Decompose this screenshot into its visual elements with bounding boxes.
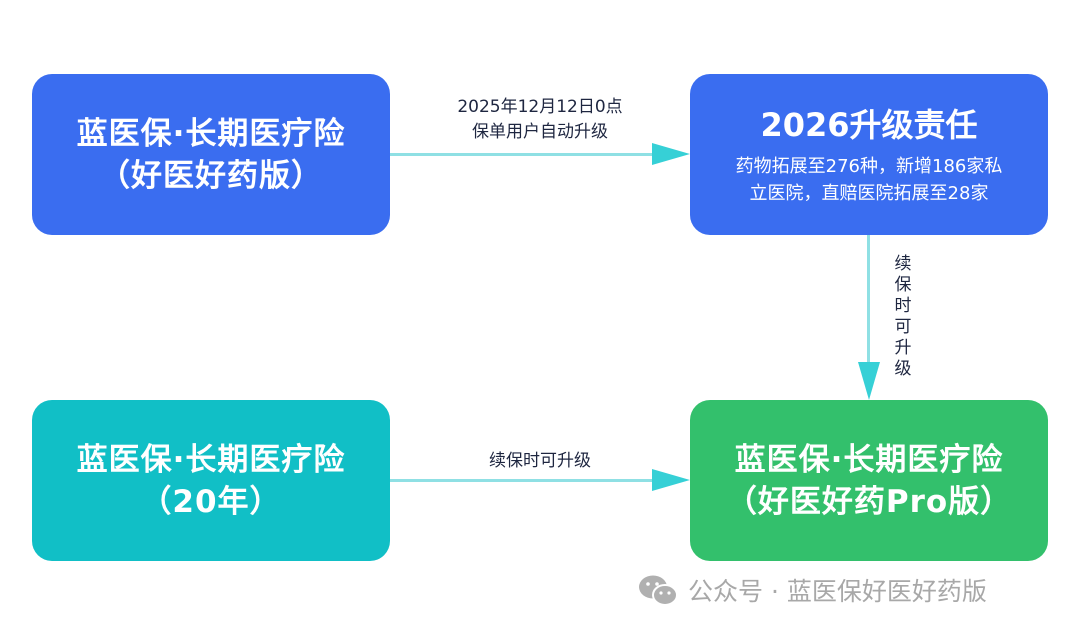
arrow-right-icon xyxy=(652,469,690,491)
node-desc-line2: 立医院，直赔医院拓展至28家 xyxy=(749,182,989,204)
edge-bottom-line xyxy=(390,479,652,482)
node-title: 蓝医保·长期医疗险 xyxy=(734,441,1004,478)
node-2026-upgrade: 2026升级责任 药物拓展至276种，新增186家私 立医院，直赔医院拓展至28… xyxy=(690,74,1048,235)
watermark: 公众号 · 蓝医保好医好药版 xyxy=(638,570,987,610)
watermark-text: 公众号 · 蓝医保好医好药版 xyxy=(688,577,987,606)
arrow-down-icon xyxy=(858,362,880,400)
node-title: 蓝医保·长期医疗险 xyxy=(76,441,346,478)
edge-top-label-line2: 保单用户自动升级 xyxy=(472,122,608,142)
wechat-icon xyxy=(639,575,678,606)
node-title: 蓝医保·长期医疗险 xyxy=(76,115,346,152)
node-desc-line1: 药物拓展至276种，新增186家私 xyxy=(735,155,1003,177)
node-pro-version: 蓝医保·长期医疗险 （好医好药Pro版） xyxy=(690,400,1048,561)
node-subtitle: （好医好药Pro版） xyxy=(725,483,1013,520)
edge-top-label: 2025年12月12日0点 保单用户自动升级 xyxy=(400,95,680,145)
edge-top-line xyxy=(390,153,652,156)
edge-bottom-label: 续保时可升级 xyxy=(489,451,591,471)
edge-top-label-line1: 2025年12月12日0点 xyxy=(457,97,623,117)
edge-right-line xyxy=(867,235,870,362)
node-20-year: 蓝医保·长期医疗险 （20年） xyxy=(32,400,390,561)
node-subtitle: （20年） xyxy=(140,483,282,520)
node-subtitle: （好医好药版） xyxy=(99,157,323,194)
node-haoyihaoyao-version: 蓝医保·长期医疗险 （好医好药版） xyxy=(32,74,390,235)
arrow-right-icon xyxy=(652,143,690,165)
node-title: 2026升级责任 xyxy=(760,105,978,144)
edge-right-label: 续保时可升级 xyxy=(894,254,912,379)
